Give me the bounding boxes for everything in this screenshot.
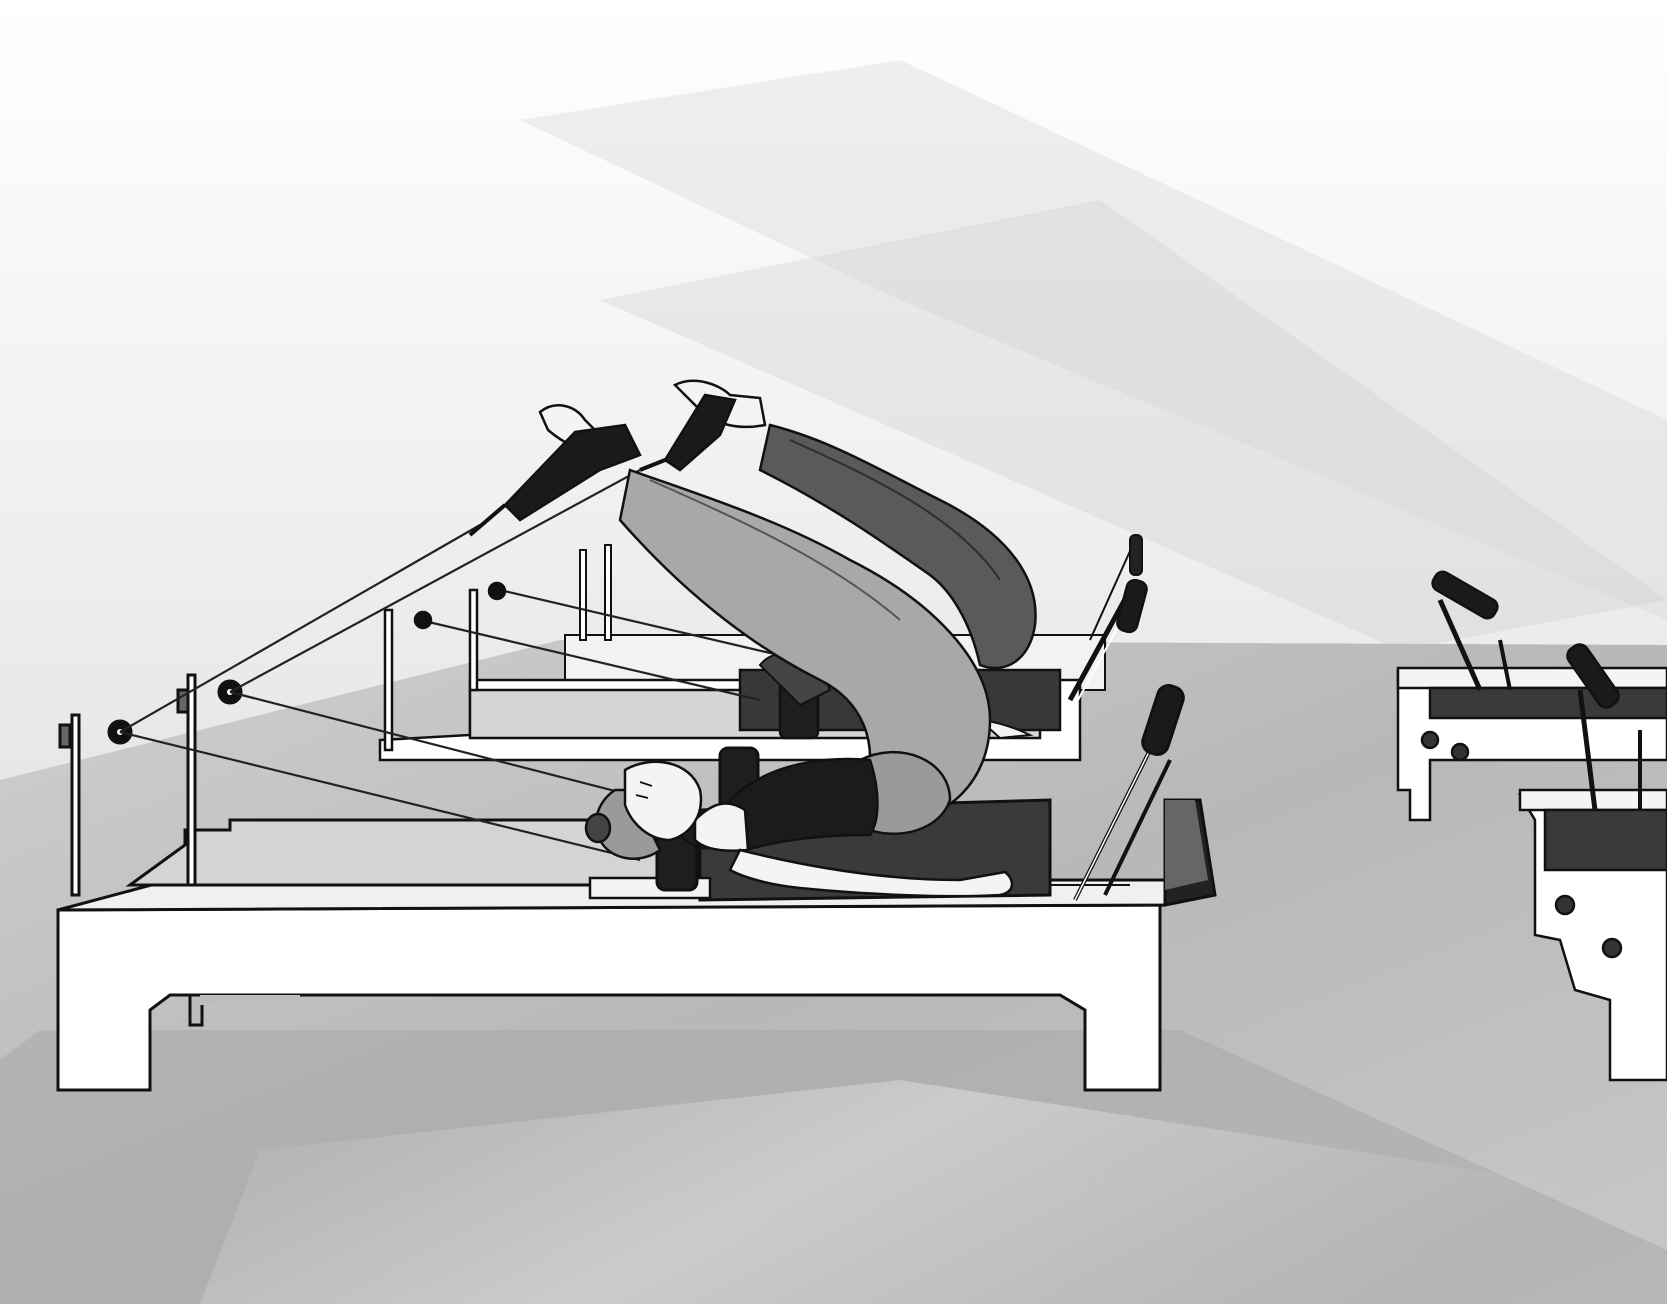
light-beam [520,60,1667,620]
footbar [1073,739,1172,901]
pulley-pole [70,713,81,897]
pulley-pole [186,673,197,887]
right-reformer-2 [1517,643,1667,1082]
torso-top [728,757,879,852]
pulley-ropes [119,469,801,862]
back-pulley-poles [413,581,507,630]
leg-dark [758,423,1037,670]
feet-straps [468,379,767,537]
light-beam [600,200,1667,650]
face [623,760,703,842]
floor-highlight [200,1080,1667,1304]
arm [728,848,1014,898]
foot-strap [663,393,737,472]
reformer-base [56,903,1162,1092]
footbar-grip [1141,684,1185,756]
person-exercising [584,423,1037,898]
